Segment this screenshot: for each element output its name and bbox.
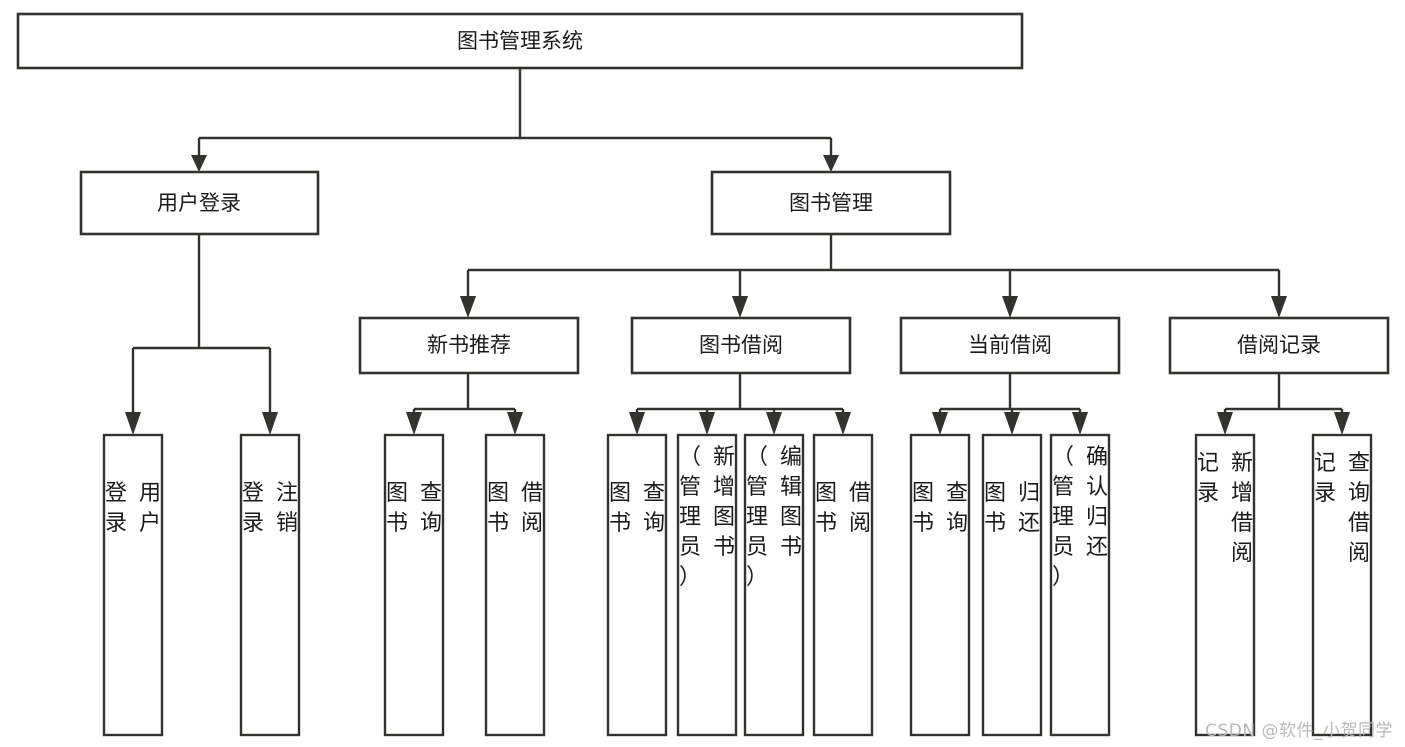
- node-book-manage[interactable]: 图书管理: [710, 170, 952, 236]
- node-leaf-query-book-3-label: 查询图书: [912, 481, 968, 536]
- node-leaf-edit-book-box[interactable]: [743, 433, 805, 737]
- node-leaf-user-login-label: 用户登录: [105, 481, 161, 536]
- arrow-record-leaf-2: [1334, 412, 1350, 435]
- node-leaf-borrow-book-1[interactable]: 借阅图书: [484, 433, 546, 737]
- node-user-login-label: 用户登录: [157, 191, 241, 215]
- node-leaf-borrow-book-1-label: 借阅图书: [487, 481, 543, 536]
- node-new-book-recommend-box[interactable]: [358, 316, 580, 375]
- arrow-bm-current: [1002, 296, 1018, 318]
- node-current-borrow[interactable]: 当前借阅: [899, 316, 1121, 375]
- arrow-recommend-leaf-1: [406, 412, 422, 435]
- node-new-book-recommend-label: 新书推荐: [427, 333, 511, 357]
- node-leaf-add-record-box[interactable]: [1194, 433, 1256, 737]
- arrow-borrow-leaf-1: [629, 412, 645, 435]
- arrow-root-to-book-manage: [823, 155, 839, 172]
- node-leaf-confirm-return-label: 确认归还（管理员）: [1052, 445, 1108, 590]
- node-leaf-query-book-2[interactable]: 查询图书: [606, 433, 668, 737]
- arrow-borrow-leaf-3: [766, 412, 782, 435]
- node-leaf-return-book[interactable]: 归还图书: [981, 433, 1043, 737]
- arrow-borrow-leaf-2: [699, 412, 715, 435]
- node-leaf-query-record-box[interactable]: [1311, 433, 1373, 737]
- node-leaf-query-book-2-label: 查询图书: [609, 481, 665, 536]
- arrow-userlogin-leaf-2: [262, 412, 278, 435]
- node-book-borrow[interactable]: 图书借阅: [630, 316, 852, 375]
- node-leaf-return-book-label: 归还图书: [984, 481, 1040, 536]
- node-leaf-logout-box[interactable]: [239, 433, 301, 737]
- node-leaf-add-book-box[interactable]: [676, 433, 738, 737]
- node-leaf-add-record-label: 新增借阅记录: [1197, 451, 1253, 566]
- node-leaf-logout-label: 注销登录: [242, 481, 298, 536]
- node-leaf-logout[interactable]: 注销登录: [239, 433, 301, 737]
- arrow-bm-recommend: [460, 296, 476, 318]
- arrow-userlogin-leaf-1: [125, 412, 141, 435]
- node-leaf-query-book-1-box[interactable]: [383, 433, 445, 737]
- arrow-current-leaf-3: [1072, 412, 1088, 435]
- node-book-borrow-label: 图书借阅: [699, 333, 783, 357]
- node-root-label: 图书管理系统: [457, 29, 583, 53]
- node-leaf-add-book[interactable]: 新增图书（管理员）: [676, 433, 738, 737]
- arrow-record-leaf-1: [1217, 412, 1233, 435]
- connectors-layer: [125, 68, 1350, 435]
- node-current-borrow-label: 当前借阅: [968, 333, 1052, 357]
- node-leaf-edit-book[interactable]: 编辑图书（管理员）: [743, 433, 805, 737]
- node-leaf-borrow-book-2-label: 借阅图书: [815, 481, 871, 536]
- node-current-borrow-box[interactable]: [899, 316, 1121, 375]
- node-leaf-borrow-book-2[interactable]: 借阅图书: [812, 433, 874, 737]
- node-borrow-record-label: 借阅记录: [1237, 333, 1321, 357]
- node-book-manage-label: 图书管理: [789, 191, 873, 215]
- arrow-recommend-leaf-2: [507, 412, 523, 435]
- arrow-current-leaf-1: [932, 412, 948, 435]
- arrow-bm-borrow: [732, 296, 748, 318]
- node-new-book-recommend[interactable]: 新书推荐: [358, 316, 580, 375]
- node-leaf-add-record[interactable]: 新增借阅记录: [1194, 433, 1256, 737]
- node-borrow-record-box[interactable]: [1168, 316, 1390, 375]
- node-leaf-query-book-2-box[interactable]: [606, 433, 668, 737]
- node-leaf-query-book-3[interactable]: 查询图书: [909, 433, 971, 737]
- node-leaf-edit-book-label: 编辑图书（管理员）: [746, 445, 802, 590]
- node-leaf-user-login-box[interactable]: [102, 433, 164, 737]
- node-book-manage-box[interactable]: [710, 170, 952, 236]
- arrow-current-leaf-2: [1004, 412, 1020, 435]
- node-borrow-record[interactable]: 借阅记录: [1168, 316, 1390, 375]
- node-leaf-query-record-label: 查询借阅记录: [1314, 451, 1370, 566]
- node-leaf-borrow-book-1-box[interactable]: [484, 433, 546, 737]
- node-leaf-query-record[interactable]: 查询借阅记录: [1311, 433, 1373, 737]
- node-user-login[interactable]: 用户登录: [79, 170, 320, 236]
- node-leaf-return-book-box[interactable]: [981, 433, 1043, 737]
- node-user-login-box[interactable]: [79, 170, 320, 236]
- arrow-bm-record: [1271, 296, 1287, 318]
- node-leaf-add-book-label: 新增图书（管理员）: [679, 445, 735, 590]
- node-leaf-user-login[interactable]: 用户登录: [102, 433, 164, 737]
- node-leaf-borrow-book-2-box[interactable]: [812, 433, 874, 737]
- arrow-root-to-user-login: [191, 155, 207, 172]
- node-leaf-query-book-1-label: 查询图书: [386, 481, 442, 536]
- node-leaf-confirm-return[interactable]: 确认归还（管理员）: [1049, 433, 1111, 737]
- node-root[interactable]: 图书管理系统: [16, 12, 1024, 70]
- node-leaf-query-book-3-box[interactable]: [909, 433, 971, 737]
- node-book-borrow-box[interactable]: [630, 316, 852, 375]
- node-leaf-confirm-return-box[interactable]: [1049, 433, 1111, 737]
- node-root-box[interactable]: [16, 12, 1024, 70]
- node-leaf-query-book-1[interactable]: 查询图书: [383, 433, 445, 737]
- arrow-borrow-leaf-4: [835, 412, 851, 435]
